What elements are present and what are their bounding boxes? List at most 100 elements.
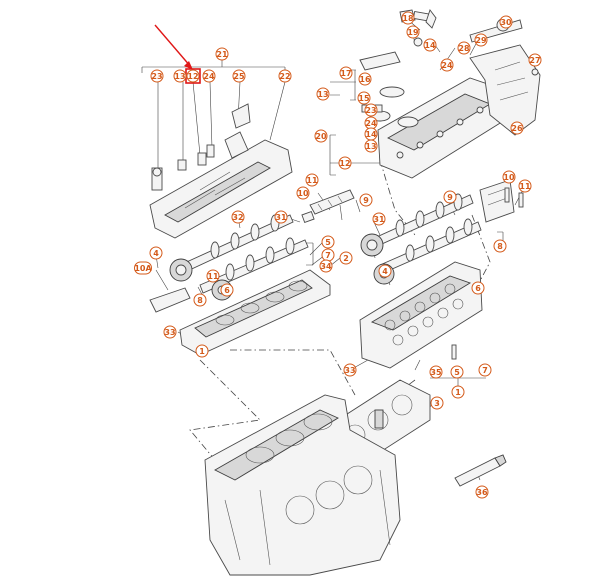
callout-circle: [193, 293, 207, 307]
callout-number: 27: [529, 56, 540, 65]
callout-c30: 30: [499, 15, 513, 29]
callout-c36: 36: [475, 485, 489, 499]
callout-circle: [493, 239, 507, 253]
callout-number: 7: [482, 366, 488, 375]
callout-circle: [149, 246, 163, 260]
callout-c13c: 13: [364, 139, 378, 153]
callout-circle: [314, 129, 328, 143]
callout-number: 7: [325, 251, 331, 260]
callout-number: 6: [224, 286, 230, 295]
left-bearing-caps: [149, 189, 355, 313]
callout-number: 9: [447, 193, 453, 202]
callout-circle: [359, 193, 373, 207]
callout-c32a: 32: [231, 210, 245, 224]
callout-number: 14: [365, 130, 377, 139]
callout-number: 13: [365, 142, 376, 151]
callout-number: 4: [382, 267, 388, 276]
callout-circle: [274, 210, 288, 224]
left-cylinder-head: [179, 269, 331, 356]
callout-number: 20: [315, 132, 327, 141]
callout-c35: 35: [429, 365, 443, 379]
callout-c16: 16: [358, 72, 372, 86]
callout-number: 16: [359, 75, 371, 84]
right-intake-housing: [469, 44, 541, 136]
callout-circle: [215, 47, 229, 61]
callout-circle: [430, 396, 444, 410]
callout-c10A: 10A: [134, 261, 152, 275]
callout-number: 19: [407, 28, 419, 37]
callout-number: 4: [153, 249, 159, 258]
callout-number: 17: [340, 69, 351, 78]
callout-number: 1: [455, 388, 461, 397]
callout-number: 10: [503, 173, 515, 182]
callout-c24c: 24: [364, 116, 378, 130]
callout-number: 22: [279, 72, 290, 81]
callout-c24b: 24: [440, 58, 454, 72]
callout-number: 14: [424, 41, 436, 50]
left-head-ports: [215, 280, 308, 326]
callout-number: 6: [475, 284, 481, 293]
callout-number: 32: [232, 213, 243, 222]
callout-c15: 15: [357, 91, 371, 105]
callout-c18: 18: [401, 11, 415, 25]
right-cam-sprockets: [360, 233, 395, 285]
callout-c9a: 9: [359, 193, 373, 207]
callout-number: 23: [151, 72, 162, 81]
callout-number: 21: [216, 50, 228, 59]
callout-number: 33: [164, 328, 175, 337]
engine-block: [204, 394, 401, 576]
callout-circle: [358, 72, 372, 86]
callout-circle: [338, 156, 352, 170]
callout-circle: [443, 190, 457, 204]
callout-c24a: 24: [202, 69, 216, 83]
callout-circle: [502, 170, 516, 184]
callout-circle: [296, 186, 310, 200]
callout-circle: [401, 11, 415, 25]
callout-circle: [528, 53, 542, 67]
right-head-valves: [384, 283, 464, 346]
callout-number: 31: [275, 213, 287, 222]
callout-number: 36: [476, 488, 488, 497]
callout-number: 10: [297, 189, 309, 198]
callout-c7a: 7: [321, 248, 335, 262]
callout-circle: [406, 25, 420, 39]
callout-c14: 14: [423, 38, 437, 52]
callout-c27: 27: [528, 53, 542, 67]
callout-number: 23: [365, 106, 376, 115]
callout-number: 31: [373, 215, 385, 224]
engine-block-bores: [245, 413, 373, 525]
callout-c22a: 22: [278, 69, 292, 83]
callout-c8a: 8: [193, 293, 207, 307]
callout-number: 15: [358, 94, 370, 103]
callout-c28: 28: [457, 41, 471, 55]
callout-circle: [305, 173, 319, 187]
callout-c33b: 33: [343, 363, 357, 377]
callout-c4b: 4: [378, 264, 392, 278]
callout-circle: [423, 38, 437, 52]
callout-number: 3: [434, 399, 440, 408]
callout-circle: [231, 210, 245, 224]
callout-circle: [202, 69, 216, 83]
callout-circle: [499, 15, 513, 29]
callout-number: 13: [174, 72, 185, 81]
callout-circle: [206, 269, 220, 283]
callout-circle: [378, 264, 392, 278]
callout-number: 34: [320, 262, 332, 271]
callout-number: 2: [343, 254, 349, 263]
callout-circle: [450, 365, 464, 379]
callout-c31a: 31: [274, 210, 288, 224]
callout-c10b: 10: [502, 170, 516, 184]
right-cylinder-head: [359, 261, 483, 369]
callout-c13b: 13: [316, 87, 330, 101]
callout-number: 24: [441, 61, 453, 70]
callout-circle: [173, 69, 187, 83]
callout-c11c: 11: [518, 179, 532, 193]
callout-number: 26: [511, 124, 523, 133]
callout-circle: [321, 235, 335, 249]
sealant-tube: [454, 454, 507, 487]
callout-circle: [451, 385, 465, 399]
callout-c25a: 25: [232, 69, 246, 83]
callout-number: 12: [339, 159, 350, 168]
callout-circle: [518, 179, 532, 193]
